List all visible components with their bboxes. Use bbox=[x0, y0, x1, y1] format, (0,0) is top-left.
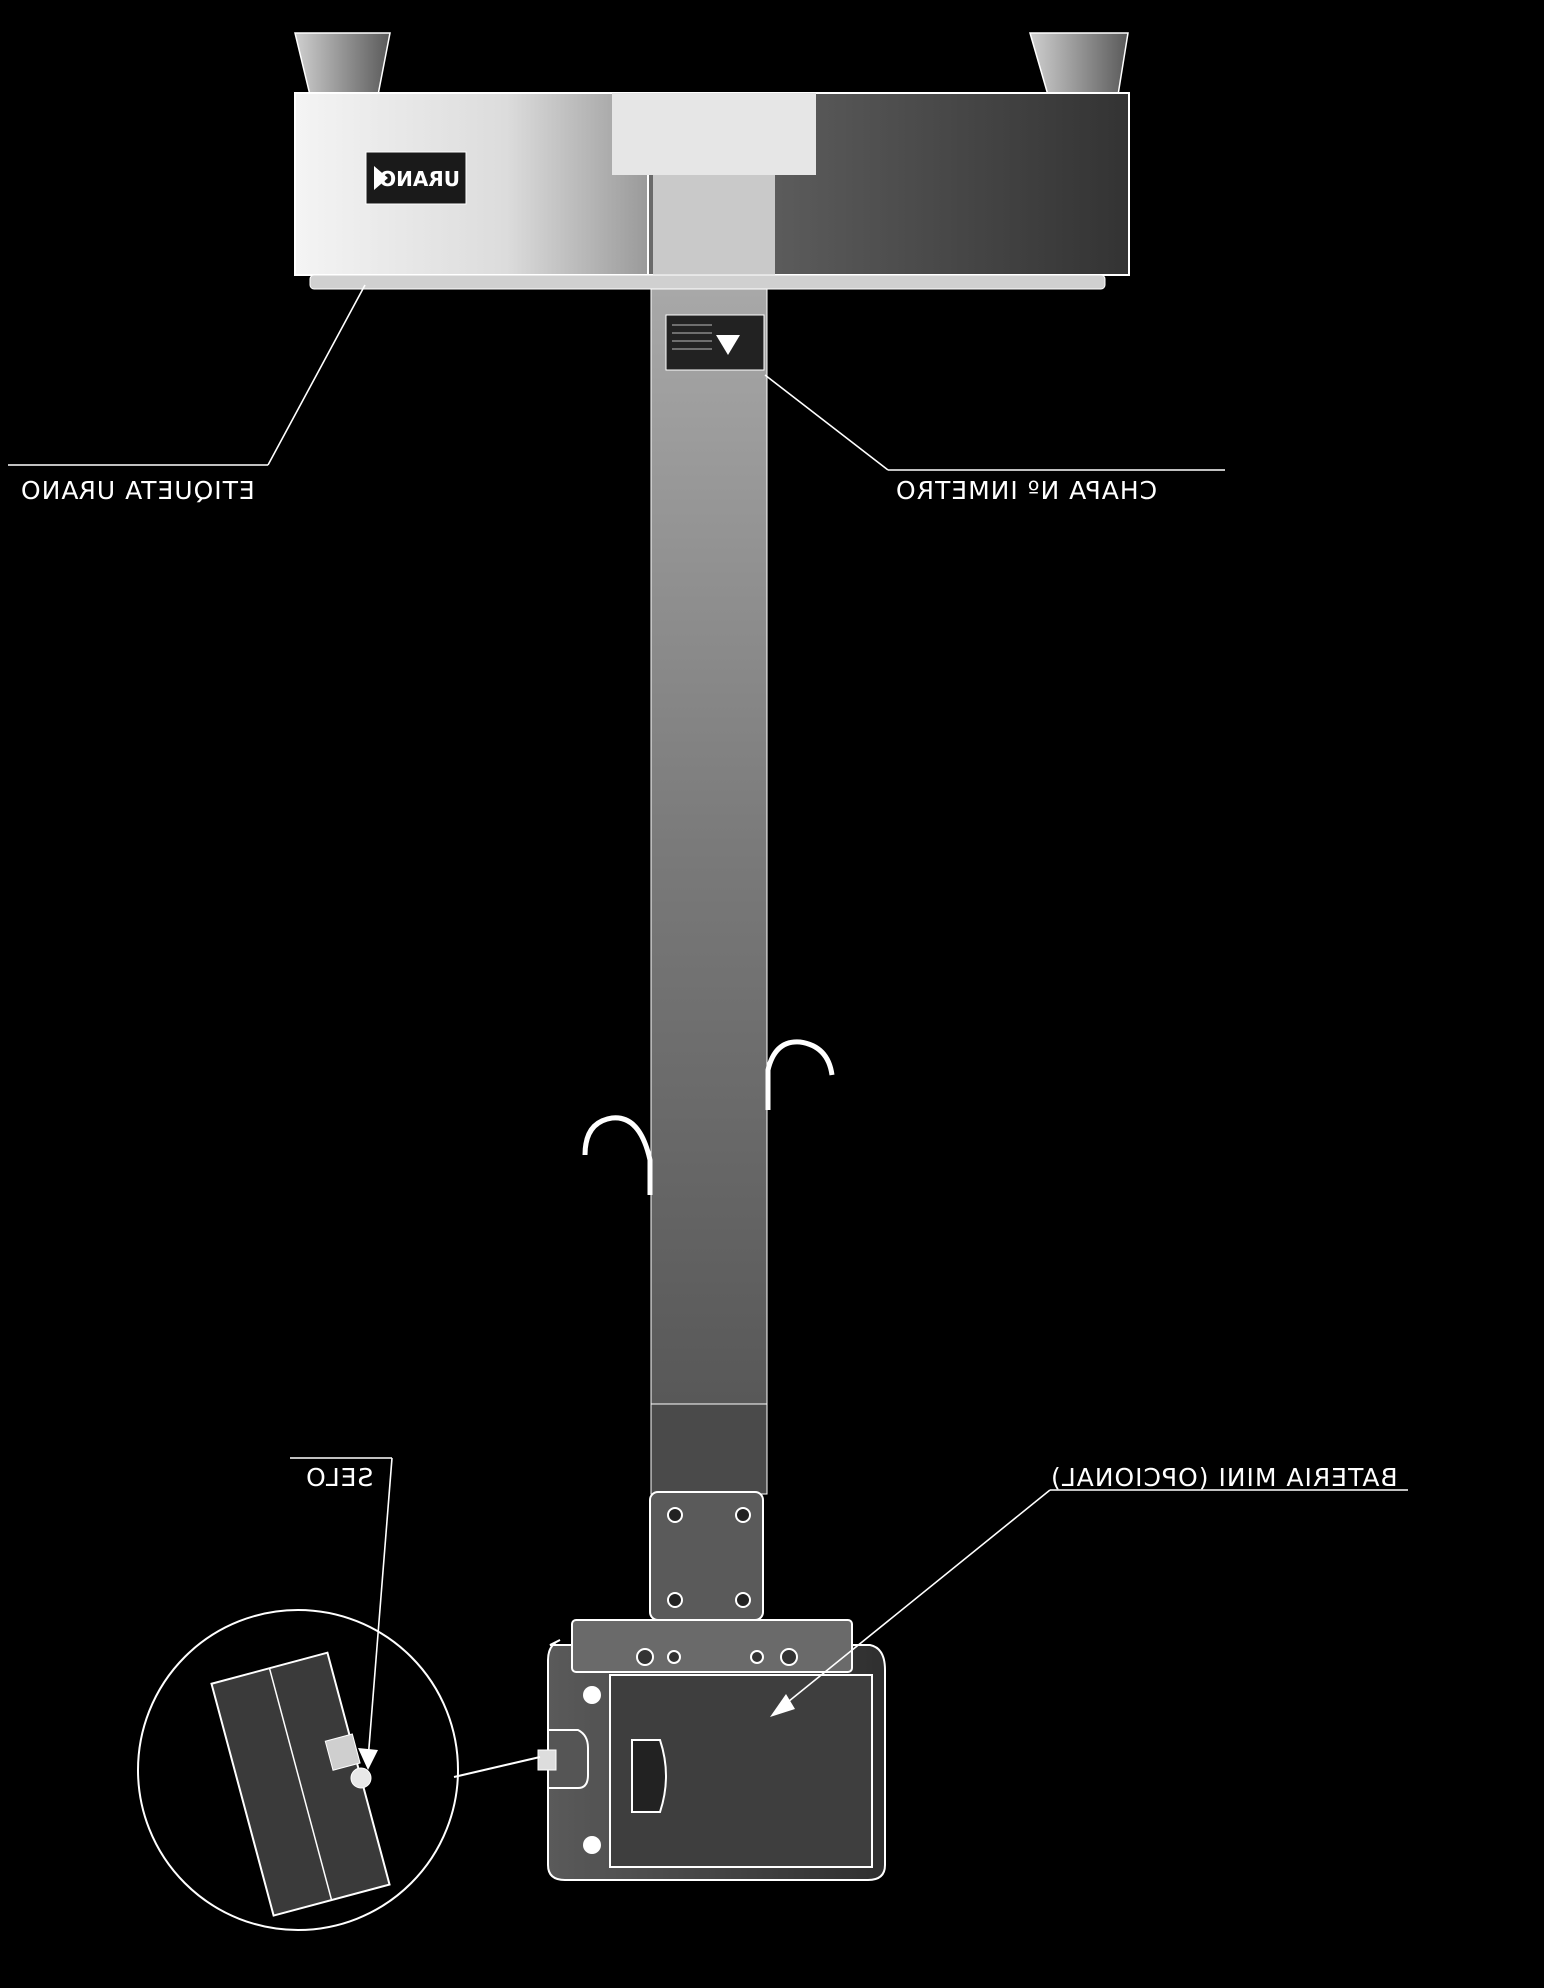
scale-base bbox=[537, 1619, 886, 1881]
left-cup bbox=[294, 32, 391, 96]
urano-logo-text: URANO bbox=[379, 167, 460, 191]
leader-lines bbox=[8, 284, 1408, 1761]
label-bateria-mini: BATERIA MINI (OPCIONAL) bbox=[1050, 1463, 1398, 1492]
inmetro-plate bbox=[665, 314, 765, 371]
hook-left bbox=[582, 1115, 653, 1195]
selo-arrowhead bbox=[358, 1748, 378, 1770]
pole-lower-segment bbox=[650, 1403, 768, 1495]
scale-head bbox=[294, 92, 1130, 290]
mounting-plate bbox=[649, 1491, 764, 1621]
label-selo: SELO bbox=[305, 1463, 374, 1492]
seal-icon bbox=[350, 1767, 372, 1789]
label-chapa-inmetro: CHAPA Nº INMETRO bbox=[895, 476, 1158, 505]
bateria-arrowhead bbox=[770, 1694, 795, 1717]
urano-logo-label: URANO bbox=[365, 151, 467, 205]
hook-right bbox=[765, 1039, 835, 1110]
label-etiqueta-urano: ETIQUETA URANO bbox=[20, 476, 255, 505]
right-cup bbox=[1029, 32, 1129, 96]
seal-detail-magnifier bbox=[137, 1609, 541, 1931]
pole bbox=[650, 288, 768, 1405]
